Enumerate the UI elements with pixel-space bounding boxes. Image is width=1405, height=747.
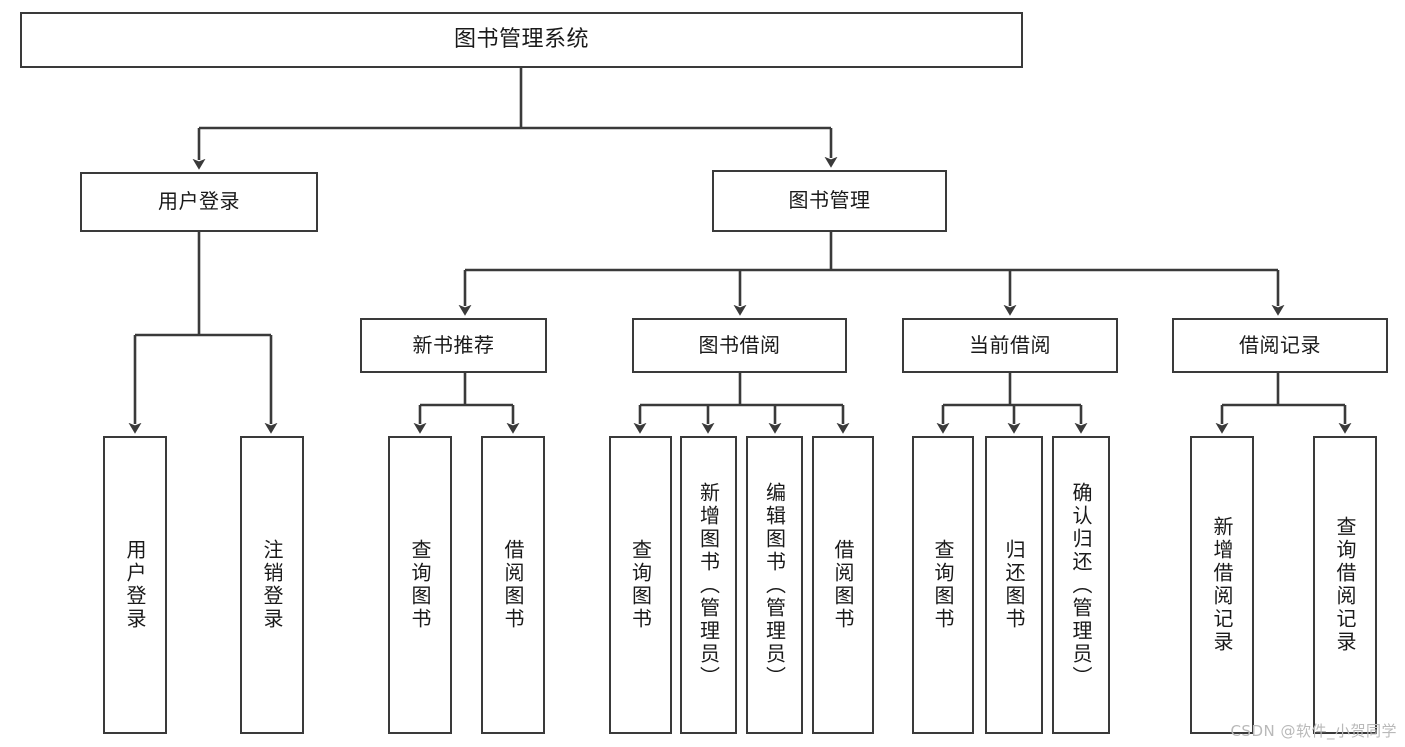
node-leaf-rec-query-book[interactable]: 查询图书 (388, 436, 452, 734)
node-leaf-cb-return-book[interactable]: 归还图书 (985, 436, 1043, 734)
node-label: 查询图书 (931, 539, 955, 631)
node-new-book-recommendation[interactable]: 新书推荐 (360, 318, 547, 373)
node-label: 借阅记录 (1239, 332, 1321, 357)
node-borrow-record[interactable]: 借阅记录 (1172, 318, 1388, 373)
node-label: 用户登录 (123, 539, 147, 631)
node-user-login[interactable]: 用户登录 (80, 172, 318, 232)
node-label: 图书管理系统 (453, 27, 589, 53)
node-leaf-rec-add[interactable]: 新增借阅记录 (1190, 436, 1254, 734)
node-label: 注销登录 (260, 539, 284, 631)
node-label: 查询图书 (628, 539, 653, 631)
node-root-book-management-system[interactable]: 图书管理系统 (20, 12, 1023, 68)
node-leaf-cb-query-book[interactable]: 查询图书 (912, 436, 974, 734)
node-leaf-br-borrow-book[interactable]: 借阅图书 (812, 436, 874, 734)
node-leaf-br-add-book[interactable]: 新增图书（管理员） (680, 436, 737, 734)
node-leaf-rec-borrow-book[interactable]: 借阅图书 (481, 436, 545, 734)
node-label: 借阅图书 (501, 539, 525, 631)
node-current-borrow[interactable]: 当前借阅 (902, 318, 1118, 373)
node-book-borrow[interactable]: 图书借阅 (632, 318, 847, 373)
node-label: 确认归还（管理员） (1069, 482, 1093, 689)
node-leaf-user-logout[interactable]: 注销登录 (240, 436, 304, 734)
node-label: 图书借阅 (698, 332, 781, 357)
node-label: 当前借阅 (969, 332, 1051, 357)
node-leaf-rec-query[interactable]: 查询借阅记录 (1313, 436, 1377, 734)
node-leaf-br-edit-book[interactable]: 编辑图书（管理员） (746, 436, 803, 734)
node-book-management[interactable]: 图书管理 (712, 170, 947, 232)
node-label: 归还图书 (1002, 539, 1026, 631)
node-label: 查询图书 (408, 539, 432, 631)
node-leaf-br-query-book[interactable]: 查询图书 (609, 436, 672, 734)
node-label: 借阅图书 (831, 539, 855, 631)
node-label: 编辑图书（管理员） (762, 482, 787, 689)
node-label: 新增借阅记录 (1210, 516, 1234, 654)
node-label: 新书推荐 (412, 332, 495, 357)
node-leaf-cb-confirm[interactable]: 确认归还（管理员） (1052, 436, 1110, 734)
node-label: 图书管理 (788, 188, 871, 213)
node-label: 新增图书（管理员） (696, 482, 721, 689)
node-leaf-user-login[interactable]: 用户登录 (103, 436, 167, 734)
node-label: 用户登录 (158, 189, 240, 214)
node-label: 查询借阅记录 (1333, 516, 1357, 654)
